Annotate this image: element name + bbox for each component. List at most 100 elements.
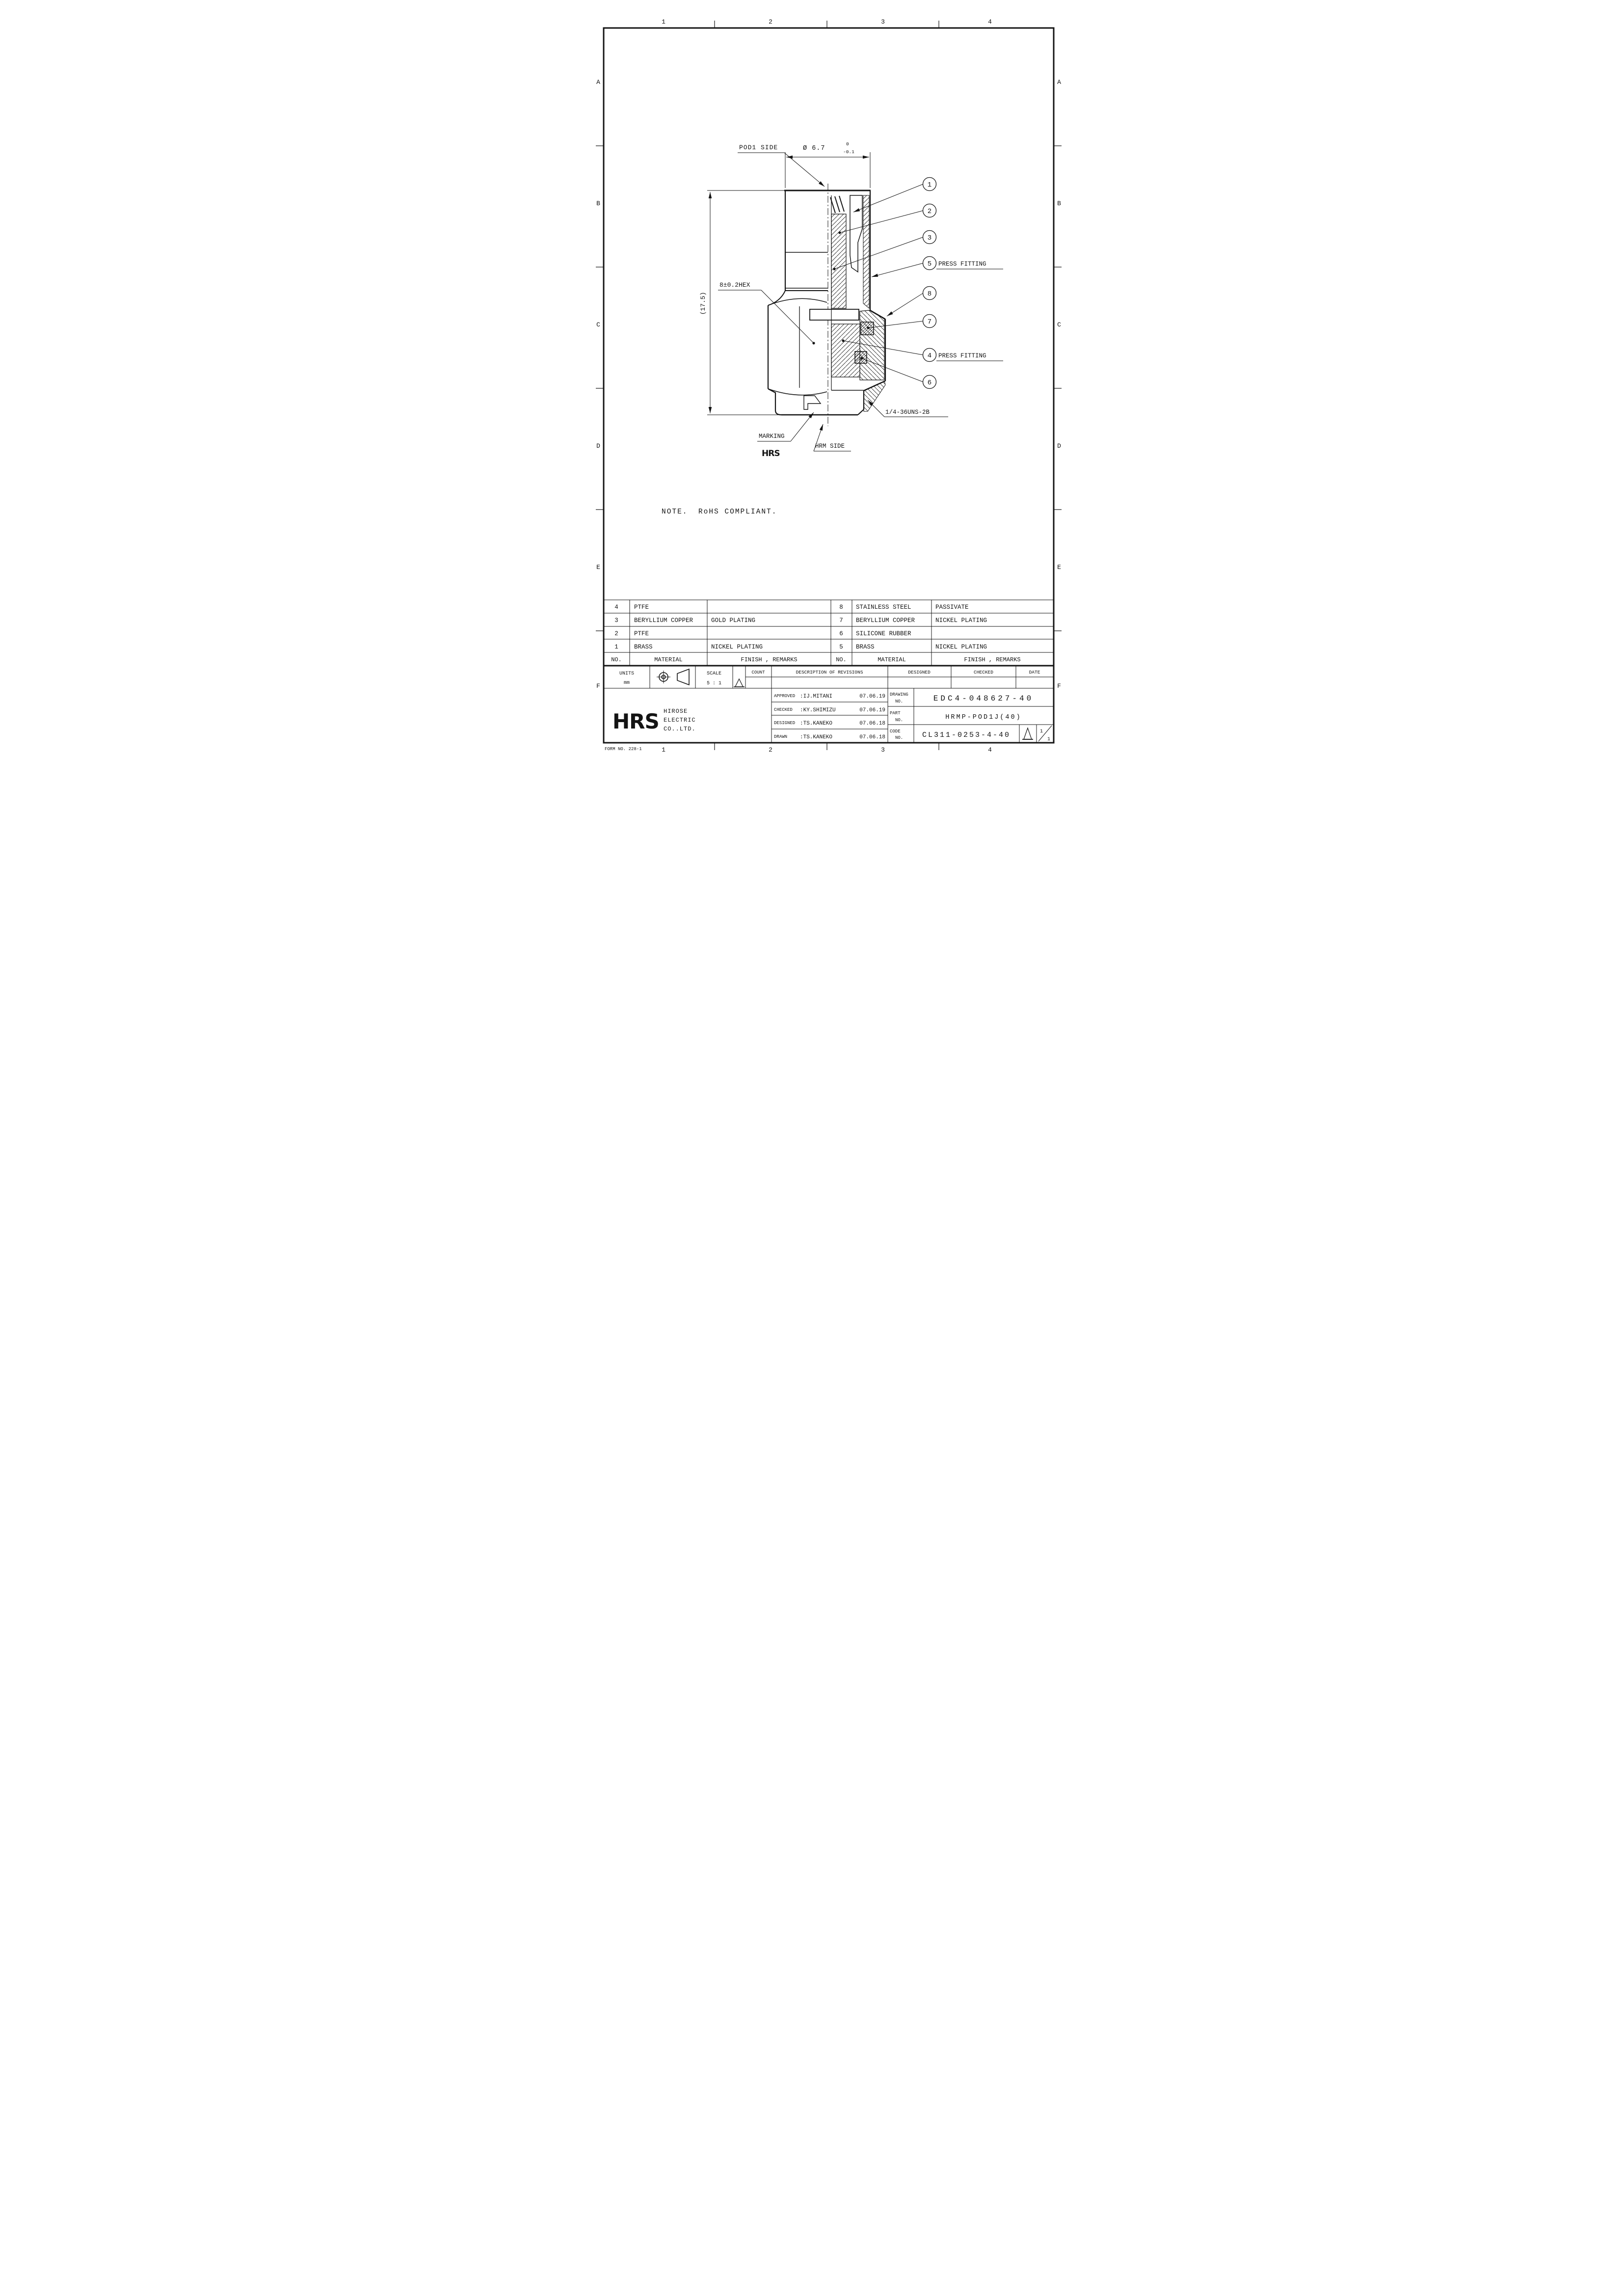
part-no: 6 [839, 630, 843, 637]
grid-col-label: 4 [988, 18, 992, 26]
internal-parts [803, 195, 863, 410]
third-angle-projection-icon [657, 668, 690, 686]
col-header-no: NO. [611, 656, 622, 663]
part-no: 7 [839, 617, 843, 624]
col-header-finish: FINISH , REMARKS [964, 656, 1020, 663]
pod1-side-label: POD1 SIDE [739, 144, 778, 151]
grid-col-label: 2 [769, 746, 772, 754]
part-finish: PASSIVATE [935, 604, 969, 611]
part-no: 5 [839, 644, 843, 650]
doc-label: NO. [895, 718, 903, 723]
height-dimension-text: (17.5) [699, 292, 707, 315]
grid-col-label: 4 [988, 746, 992, 754]
part-no: 2 [614, 630, 618, 637]
part-material: STAINLESS STEEL [856, 604, 911, 611]
title-block: UNITS mm SCALE 5 : 1 COUNT DESCRIPTION O… [604, 666, 1054, 742]
approval-role: DRAWN [774, 734, 787, 739]
revision-triangle-icon [734, 678, 745, 687]
code-number: CL311-0253-4-40 [922, 731, 1011, 739]
units-label: UNITS [619, 671, 634, 676]
sheet-number: 1 [1040, 729, 1043, 734]
revisions-label: DESCRIPTION OF REVISIONS [796, 670, 863, 675]
designed-col-label: DESIGNED [908, 670, 931, 675]
materials-rows: 4 PTFE 3 BERYLLIUM COPPER GOLD PLATING 2… [614, 604, 987, 650]
col-header-material: MATERIAL [654, 656, 683, 663]
part-no: 4 [614, 604, 618, 611]
approval-rows: APPROVED :IJ.MITANI 07.06.19 CHECKED :KY… [774, 694, 885, 740]
balloon-number: 8 [928, 290, 931, 298]
form-number: FORM NO. 228-1 [605, 747, 642, 752]
balloon-number: 6 [928, 379, 931, 387]
count-label: COUNT [751, 670, 765, 675]
approval-role: DESIGNED [774, 721, 795, 726]
approval-date: 07.06.18 [859, 734, 885, 740]
materials-table: 4 PTFE 3 BERYLLIUM COPPER GOLD PLATING 2… [604, 599, 1054, 667]
hrm-side-label: HRM SIDE [815, 443, 845, 450]
press-fitting-label: PRESS FITTING [938, 261, 986, 268]
annotations: POD1 SIDE 8±0.2HEX 1/4-36UNS-2B MARKING … [718, 144, 948, 459]
grid-col-label: 1 [662, 18, 665, 26]
sheet-revision-cell: 1 1 [1022, 725, 1052, 742]
company-logo: HRS [612, 709, 659, 733]
grid-col-label: 1 [662, 746, 665, 754]
marking-logo-glyph: HRS [762, 449, 780, 459]
grid-row-label: B [1057, 200, 1061, 207]
part-finish: GOLD PLATING [711, 617, 755, 624]
section-hatching [831, 195, 886, 412]
doc-label: PART [890, 711, 901, 716]
part-material: BRASS [634, 644, 653, 650]
grid-row-label: A [1057, 79, 1061, 86]
approval-date: 07.06.19 [859, 707, 885, 713]
part-material: SILICONE RUBBER [856, 630, 911, 637]
grid-row-label: D [1057, 442, 1061, 450]
col-header-no: NO. [836, 656, 847, 663]
balloon-number: 5 [928, 260, 931, 268]
outer-profile [767, 189, 886, 416]
drawing-number: EDC4-048627-40 [933, 694, 1034, 703]
dia-dimension-text: Ø 6.7 [803, 145, 825, 152]
grid-row-label: C [596, 321, 600, 328]
document-numbers: DRAWING NO. EDC4-048627-40 PART NO. HRMP… [890, 692, 1034, 740]
col-header-finish: FINISH , REMARKS [741, 656, 797, 663]
grid-col-label: 2 [769, 18, 772, 26]
part-no: 1 [614, 644, 618, 650]
grid-row-label: F [596, 682, 600, 690]
approval-role: APPROVED [774, 694, 795, 699]
company-name-line: ELECTRIC [664, 717, 696, 724]
grid-col-label: 3 [881, 746, 885, 754]
sheet-total: 1 [1047, 737, 1050, 742]
approval-name: :TS.KANEKO [800, 734, 832, 740]
grid-row-label: A [596, 79, 600, 86]
col-header-material: MATERIAL [878, 656, 906, 663]
dimension-diameter: Ø 6.7 0 -0.1 [785, 141, 871, 188]
part-material: PTFE [634, 630, 649, 637]
press-fitting-label: PRESS FITTING [938, 352, 986, 359]
grid-row-label: D [596, 442, 600, 450]
marking-slot [803, 395, 822, 410]
sheet-border: 1 2 3 4 1 2 3 4 A B C D E F A B C D E F … [596, 18, 1062, 754]
company-name-line: HIROSE [664, 708, 688, 715]
note-text: NOTE. RoHS COMPLIANT. [662, 508, 777, 516]
part-no: 8 [839, 604, 843, 611]
hex-dimension-label: 8±0.2HEX [719, 281, 750, 289]
grid-row-label: C [1057, 321, 1061, 328]
materials-header: NO. MATERIAL FINISH , REMARKS NO. MATERI… [611, 656, 1020, 663]
dia-tolerance-upper: 0 [846, 141, 849, 147]
grid-row-label: F [1057, 682, 1061, 690]
approval-name: :KY.SHIMIZU [800, 707, 836, 713]
part-material: BRASS [856, 644, 875, 650]
drawing-sheet: 1 2 3 4 1 2 3 4 A B C D E F A B C D E F … [541, 0, 1082, 765]
balloon-number: 3 [928, 234, 931, 242]
sheet-svg: 1 2 3 4 1 2 3 4 A B C D E F A B C D E F … [596, 18, 1062, 754]
doc-label: NO. [895, 699, 903, 704]
approval-name: :IJ.MITANI [800, 694, 832, 700]
approval-role: CHECKED [774, 707, 793, 712]
thread-spec-label: 1/4-36UNS-2B [885, 409, 930, 416]
dimension-height: (17.5) [699, 190, 785, 415]
grid-ticks [596, 21, 1062, 750]
press-collar [809, 309, 859, 321]
company-name-line: CO..LTD. [664, 726, 696, 732]
connector-section-view: Ø 6.7 0 -0.1 (17.5) POD1 SIDE 8±0.2HEX 1… [699, 141, 1003, 459]
part-number: HRMP-POD1J(40) [945, 714, 1021, 721]
dia-tolerance-lower: -0.1 [843, 149, 854, 155]
